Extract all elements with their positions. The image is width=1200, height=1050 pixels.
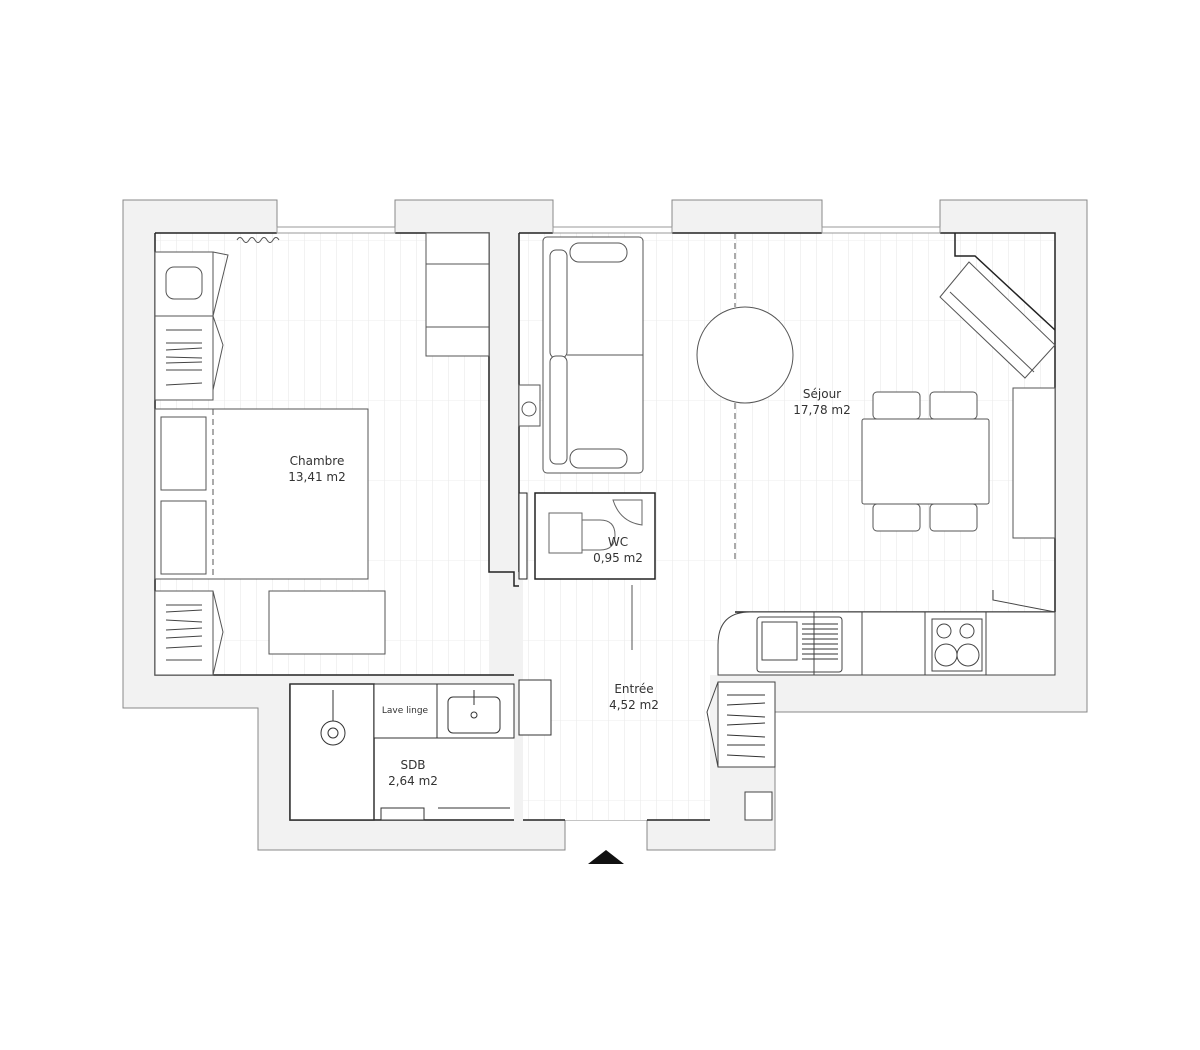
windows [276,226,941,234]
room-name: Chambre [289,454,345,468]
sdb-room [289,679,552,821]
room-label-entree: Entrée 4,52 m2 [609,681,659,713]
room-label-sejour: Séjour 17,78 m2 [793,386,851,418]
chambre-furniture [154,232,490,676]
room-area: 2,64 m2 [388,774,438,788]
room-area: 0,95 m2 [593,551,643,565]
room-label-sdb: SDB 2,64 m2 [388,757,438,789]
wc-room [518,492,656,650]
sejour-furniture [518,233,1056,560]
room-area: 4,52 m2 [609,698,659,712]
kitchen [706,590,1056,821]
entrance-arrow-icon [588,850,624,864]
room-name: WC [607,535,629,549]
room-area: 13,41 m2 [288,470,346,484]
room-label-chambre: Chambre 13,41 m2 [288,453,346,485]
room-label-wc: WC 0,95 m2 [593,534,643,566]
room-name: Entrée [614,682,654,696]
room-area: 17,78 m2 [793,403,851,417]
room-name: Séjour [802,387,842,401]
room-name: SDB [400,758,426,772]
washing-machine-label: Lave linge [381,706,429,716]
